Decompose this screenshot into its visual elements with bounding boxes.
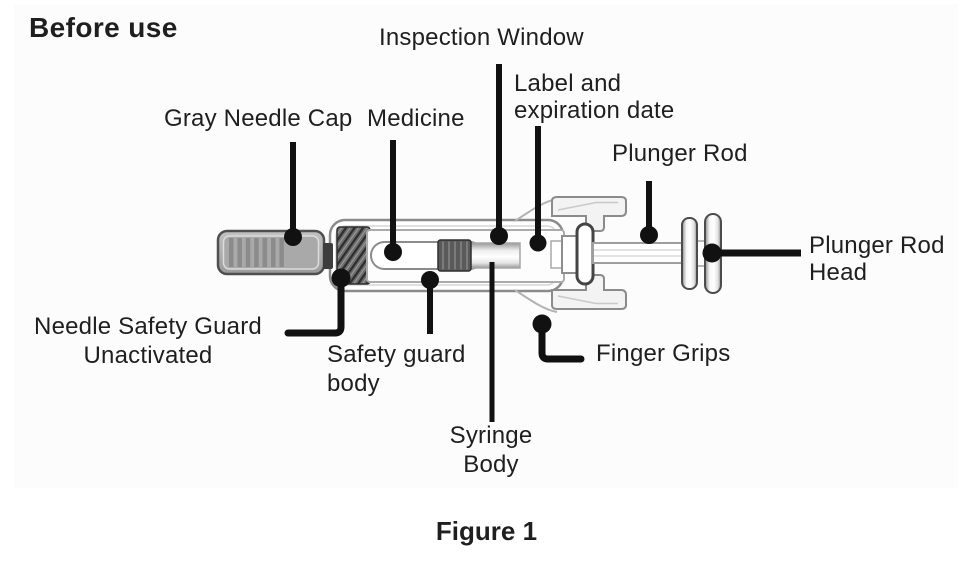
leader-safety-guard-body <box>421 271 439 334</box>
leader-finger-grips <box>532 314 585 363</box>
barrel-flange-art <box>550 222 595 286</box>
leader-medicine <box>384 140 402 261</box>
leader-plunger-rod-head <box>702 243 801 263</box>
leader-label-expiration <box>529 126 547 252</box>
callout-syringe-body-line1: Syringe <box>449 422 533 449</box>
callout-safety-guard-body: Safety guard body <box>327 340 466 398</box>
callout-syringe-body-line2: Body <box>463 451 519 478</box>
leader-needle-safety-guard <box>284 268 351 337</box>
callout-needle-safety-guard-line1: Needle Safety Guard <box>34 313 262 340</box>
callout-gray-needle-cap: Gray Needle Cap <box>164 105 353 132</box>
leader-gray-needle-cap <box>284 142 302 246</box>
figure-caption: Figure 1 <box>435 516 538 546</box>
leader-inspection-window <box>490 64 508 245</box>
callout-label-expiration-line2: expiration date <box>514 97 675 124</box>
callout-inspection-window: Inspection Window <box>379 24 584 51</box>
callout-plunger-rod-head: Plunger Rod Head <box>809 232 945 286</box>
callout-plunger-rod-head-line2: Head <box>809 259 868 286</box>
callout-plunger-rod-head-line1: Plunger Rod <box>809 232 945 259</box>
plunger-rod-art <box>592 242 684 264</box>
callout-medicine: Medicine <box>367 105 465 132</box>
callout-finger-grips: Finger Grips <box>596 340 731 367</box>
callout-label-expiration-line1: Label and <box>514 70 622 97</box>
callout-needle-safety-guard-line2: Unactivated <box>83 342 213 369</box>
syringe-barrel-art <box>366 229 565 283</box>
callout-syringe-body: Syringe Body <box>429 421 553 479</box>
callout-safety-guard-body-line1: Safety guard <box>327 341 466 368</box>
stopper-art <box>437 239 472 272</box>
leader-plunger-rod <box>640 181 658 244</box>
callout-safety-guard-body-line2: body <box>327 370 380 397</box>
callout-needle-safety-guard: Needle Safety Guard Unactivated <box>28 312 268 370</box>
needle-cap-art <box>216 229 326 276</box>
page-title: Before use <box>29 12 178 43</box>
callout-plunger-rod: Plunger Rod <box>612 140 748 167</box>
callout-label-expiration: Label and expiration date <box>514 70 674 124</box>
